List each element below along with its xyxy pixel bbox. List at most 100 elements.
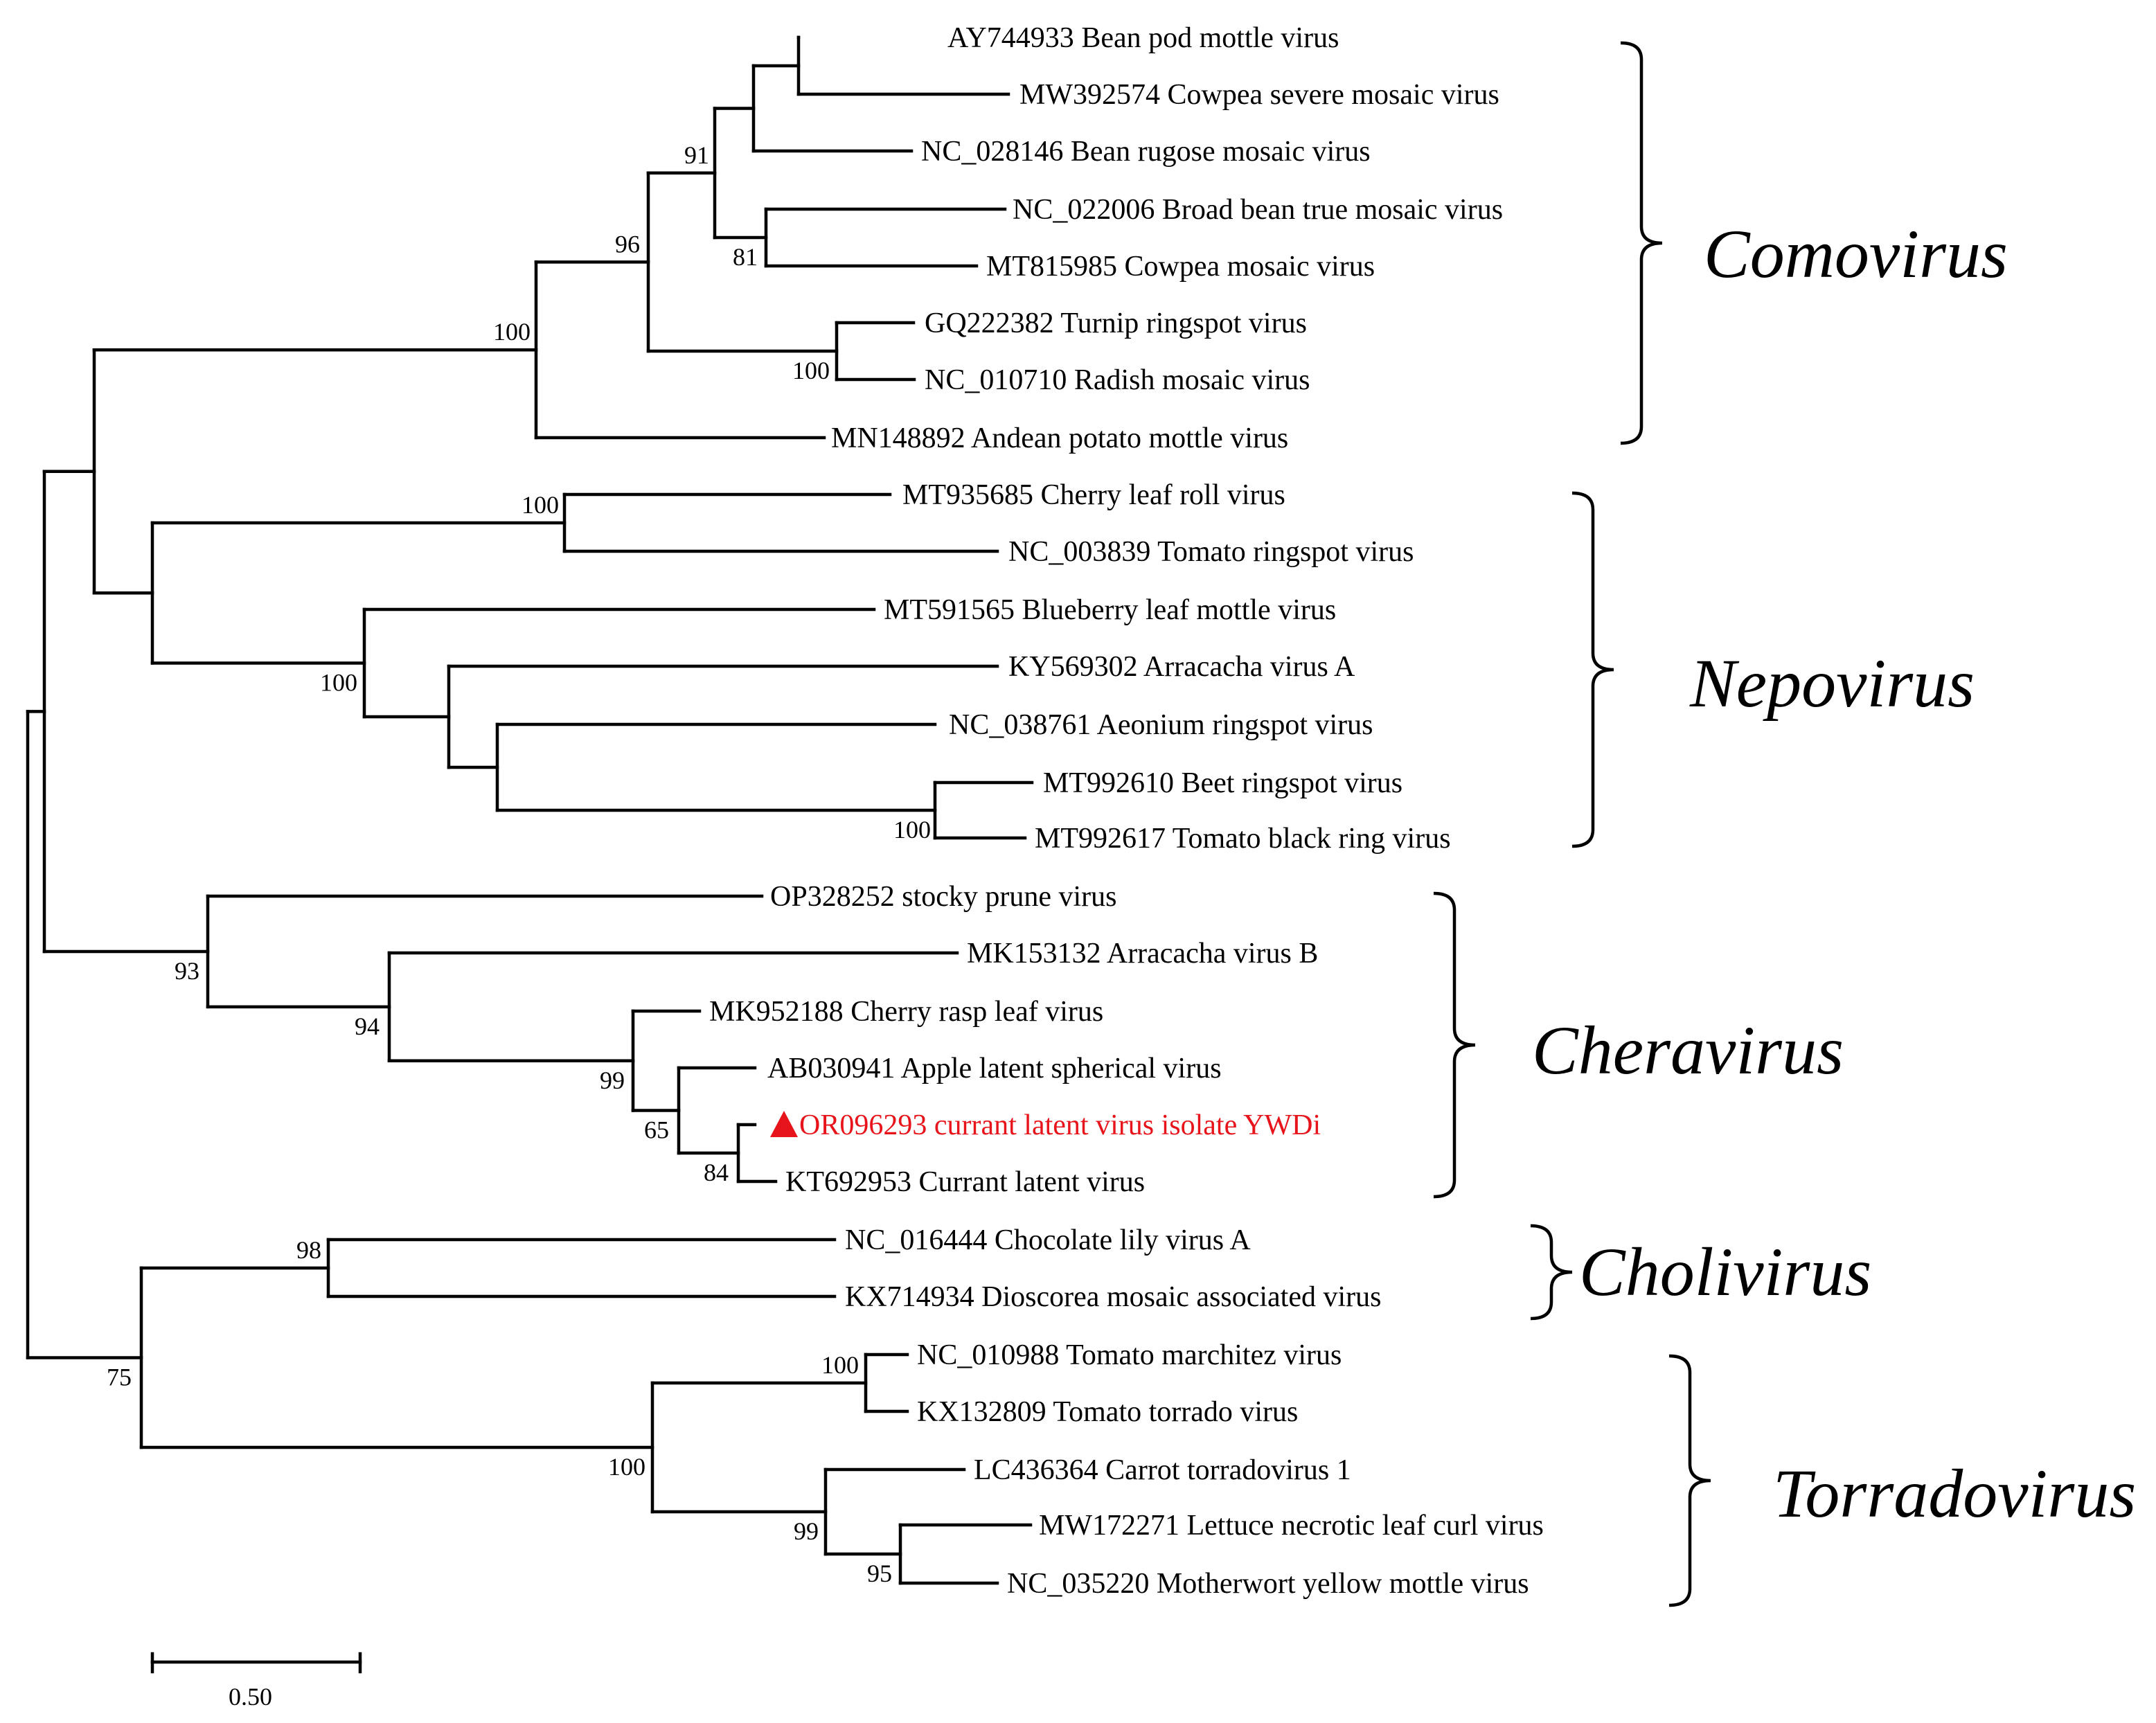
leaf-accession: MN148892 xyxy=(831,422,971,454)
leaf-accession: KX132809 xyxy=(917,1396,1053,1428)
leaf-species-name: Motherwort yellow mottle virus xyxy=(1157,1568,1529,1600)
leaf-species-name: Bean rugose mosaic virus xyxy=(1071,136,1371,168)
clade-label-nepovirus: Nepovirus xyxy=(1689,645,1975,722)
clade-bracket-torradovirus xyxy=(1668,1354,1711,1607)
leaf-label-mk952188: MK952188 Cherry rasp leaf virus xyxy=(709,996,1103,1028)
bootstrap-n_como_a: 96 xyxy=(615,230,640,258)
leaf-accession: LC436364 xyxy=(974,1454,1105,1486)
leaf-species-name: Cowpea mosaic virus xyxy=(1125,251,1375,283)
bootstrap-n_nepo_c: 100 xyxy=(893,816,931,843)
bootstrap-n_choli: 98 xyxy=(296,1236,321,1264)
clade-bracket-nepovirus xyxy=(1571,491,1614,848)
leaf-accession: KT692953 xyxy=(785,1166,919,1198)
leaf-label-nc_010710: NC_010710 Radish mosaic virus xyxy=(925,364,1310,396)
scale-bar: 0.50 xyxy=(150,1652,362,1711)
leaf-label-kx132809: KX132809 Tomato torrado virus xyxy=(917,1396,1298,1428)
leaf-label-nc_016444: NC_016444 Chocolate lily virus A xyxy=(845,1224,1251,1256)
bootstrap-n_torra_c: 95 xyxy=(867,1560,892,1587)
leaf-species-name: Tomato torrado virus xyxy=(1053,1396,1298,1428)
clade-label-comovirus: Comovirus xyxy=(1704,215,2008,292)
leaf-species-name: Tomato marchitez virus xyxy=(1066,1339,1342,1371)
leaf-species-name: Apple latent spherical virus xyxy=(901,1053,1222,1084)
leaf-label-mt591565: MT591565 Blueberry leaf mottle virus xyxy=(884,594,1336,626)
leaf-species-name: Aeonium ringspot virus xyxy=(1097,709,1373,741)
leaf-label-lc436364: LC436364 Carrot torradovirus 1 xyxy=(974,1454,1351,1486)
tree-branches xyxy=(26,35,1034,1585)
leaf-accession: NC_035220 xyxy=(1007,1568,1157,1600)
leaf-accession: MT935685 xyxy=(902,479,1041,511)
leaf-species-name: Carrot torradovirus 1 xyxy=(1105,1454,1351,1486)
leaf-accession: MT591565 xyxy=(884,594,1022,626)
leaf-label-ab030941: AB030941 Apple latent spherical virus xyxy=(767,1053,1222,1084)
leaf-label-nc_028146: NC_028146 Bean rugose mosaic virus xyxy=(921,136,1371,168)
leaf-label-ay744933: AY744933 Bean pod mottle virus xyxy=(947,22,1339,54)
leaf-accession: MW172271 xyxy=(1039,1510,1187,1542)
leaf-accession: AB030941 xyxy=(767,1053,901,1084)
leaf-accession: MW392574 xyxy=(1019,79,1168,111)
leaf-label-mk153132: MK153132 Arracacha virus B xyxy=(967,938,1318,970)
leaf-accession: AY744933 xyxy=(947,22,1081,54)
bootstrap-n_como_b: 91 xyxy=(684,141,709,169)
leaf-label-mt815985: MT815985 Cowpea mosaic virus xyxy=(986,251,1375,283)
leaf-label-mw392574: MW392574 Cowpea severe mosaic virus xyxy=(1019,79,1499,111)
leaf-species-name: Broad bean true mosaic virus xyxy=(1162,194,1503,226)
bootstrap-n_torra_a: 100 xyxy=(821,1351,859,1379)
leaf-species-name: Blueberry leaf mottle virus xyxy=(1022,594,1337,626)
leaf-species-name: Chocolate lily virus A xyxy=(995,1224,1251,1256)
leaf-label-or096293: OR096293 currant latent virus isolate YW… xyxy=(799,1109,1321,1141)
bootstrap-n_nepo_b: 100 xyxy=(320,669,357,697)
clade-bracket-comovirus xyxy=(1620,41,1663,445)
leaf-species-name: Tomato black ring virus xyxy=(1173,823,1451,855)
leaf-species-name: Dioscorea mosaic associated virus xyxy=(981,1281,1381,1313)
bootstrap-n_torra_b: 99 xyxy=(794,1517,819,1545)
leaf-species-name: Arracacha virus A xyxy=(1143,651,1355,683)
leaf-accession: MT815985 xyxy=(986,251,1125,283)
leaf-species-name: Tomato ringspot virus xyxy=(1157,536,1414,568)
leaf-accession: NC_038761 xyxy=(949,709,1097,741)
bootstrap-values: 1009691811001001001009394996584759810010… xyxy=(107,141,931,1587)
leaf-species-name: Lettuce necrotic leaf curl virus xyxy=(1187,1510,1544,1542)
leaf-label-ky569302: KY569302 Arracacha virus A xyxy=(1008,651,1355,683)
leaf-accession: MK153132 xyxy=(967,938,1107,970)
scale-bar-label: 0.50 xyxy=(229,1683,272,1711)
leaf-accession: NC_022006 xyxy=(1013,194,1162,226)
leaf-label-mt992610: MT992610 Beet ringspot virus xyxy=(1043,767,1402,799)
leaf-species-name: Cherry leaf roll virus xyxy=(1041,479,1285,511)
leaf-species-name: Bean pod mottle virus xyxy=(1081,22,1339,54)
bootstrap-n_choli_torra: 75 xyxy=(107,1364,132,1391)
leaf-accession: KX714934 xyxy=(845,1281,981,1313)
bootstrap-n_comovirus: 100 xyxy=(493,318,531,346)
leaf-accession: MT992610 xyxy=(1043,767,1182,799)
bootstrap-n_como_c: 81 xyxy=(733,243,758,271)
leaf-label-mt935685: MT935685 Cherry leaf roll virus xyxy=(902,479,1285,511)
leaf-species-name: Andean potato mottle virus xyxy=(971,422,1288,454)
leaf-species-name: currant latent virus isolate YWDi xyxy=(934,1109,1321,1141)
leaf-species-name: Arracacha virus B xyxy=(1107,938,1319,970)
leaf-label-kt692953: KT692953 Currant latent virus xyxy=(785,1166,1145,1198)
clade-bracket-cheravirus xyxy=(1433,891,1476,1199)
leaf-label-nc_003839: NC_003839 Tomato ringspot virus xyxy=(1008,536,1414,568)
clade-label-torradovirus: Torradovirus xyxy=(1773,1455,2136,1532)
leaf-label-mw172271: MW172271 Lettuce necrotic leaf curl viru… xyxy=(1039,1510,1544,1542)
leaf-accession: NC_003839 xyxy=(1008,536,1157,568)
bootstrap-n_nepo_a: 100 xyxy=(522,491,559,519)
leaf-species-name: Cowpea severe mosaic virus xyxy=(1168,79,1499,111)
leaf-species-name: Radish mosaic virus xyxy=(1074,364,1310,396)
leaf-species-name: Cherry rasp leaf virus xyxy=(850,996,1103,1028)
bootstrap-n_torra: 100 xyxy=(608,1453,645,1481)
triangle-marker-icon xyxy=(770,1111,798,1137)
leaf-accession: KY569302 xyxy=(1008,651,1143,683)
leaf-accession: NC_010988 xyxy=(917,1339,1066,1371)
bootstrap-n_chera_a: 94 xyxy=(355,1012,380,1040)
bootstrap-n_chera: 93 xyxy=(175,957,199,985)
leaf-species-name: Beet ringspot virus xyxy=(1182,767,1403,799)
clade-label-cholivirus: Cholivirus xyxy=(1579,1233,1871,1310)
leaf-label-nc_035220: NC_035220 Motherwort yellow mottle virus xyxy=(1007,1568,1529,1600)
leaf-label-mt992617: MT992617 Tomato black ring virus xyxy=(1035,823,1451,855)
bootstrap-n_chera_d: 84 xyxy=(704,1159,729,1186)
bootstrap-n_chera_b: 99 xyxy=(600,1066,625,1094)
leaf-accession: NC_016444 xyxy=(845,1224,995,1256)
leaf-accession: MK952188 xyxy=(709,996,850,1028)
clade-label-cheravirus: Cheravirus xyxy=(1532,1012,1844,1089)
